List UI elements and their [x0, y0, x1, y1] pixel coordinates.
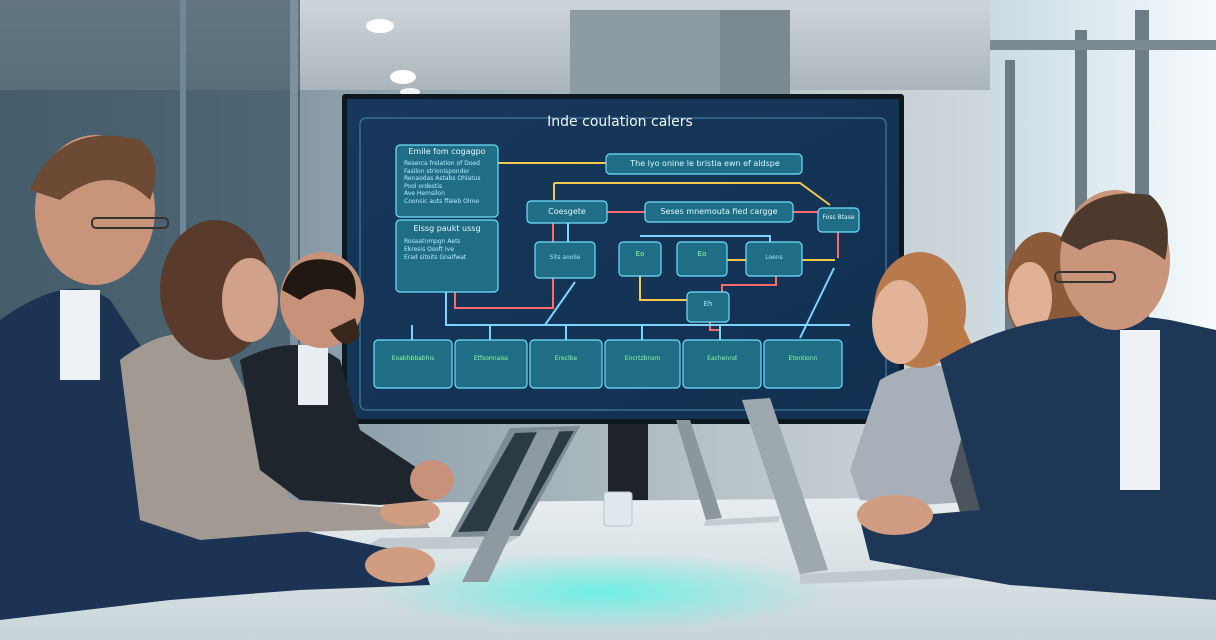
left-panel-1-lines: Reserca frelation of Doed Fasilon strion… — [404, 160, 496, 205]
list-item: Fasilon strionisponder — [404, 167, 470, 175]
ceiling-light — [390, 70, 416, 84]
bottom-node-4: Encrtzbnsm — [624, 355, 661, 362]
left-panel-1-title: Emile fom cogagpo — [408, 147, 486, 156]
bottom-node-6: Etontionn — [788, 355, 818, 362]
people — [0, 135, 1216, 620]
list-item: Ave Hemsilon — [404, 190, 445, 197]
laptops — [360, 398, 960, 584]
right-small-box: Foss Btase — [822, 214, 855, 221]
left-panel-2-title: Elssg paukt ussg — [413, 224, 481, 233]
mid-box-2: Seses mnemouta fied cargge — [660, 207, 778, 216]
flow-node-1: Sits aoolie — [549, 254, 581, 261]
list-item: Reserca frelation of Doed — [404, 160, 480, 167]
top-box-text: The lyo onine le bristia ewn ef aldspe — [630, 159, 780, 168]
monitor-stand — [608, 420, 648, 500]
flow-node-5: Eh — [703, 300, 713, 308]
list-item: Erad sitoits Gnalfwat — [404, 254, 467, 261]
ceiling-light — [366, 19, 394, 33]
diagram-title: Inde coulation calers — [547, 114, 693, 130]
flow-node-4: Loens — [765, 254, 783, 261]
flow-node-3: Eo — [697, 250, 707, 258]
flow-node-2: Eo — [635, 250, 645, 258]
mid-box-1: Coesgete — [548, 207, 586, 216]
list-item: Rosaatnmpgn Aets — [404, 238, 461, 245]
list-item: Pool ordestis — [404, 182, 443, 190]
bottom-node-1: Eoabhbbabhis — [391, 355, 435, 362]
bottom-node-2: Etfsonnaiss — [473, 355, 509, 362]
list-item: Renaodas Astabs Ohlatus — [404, 175, 481, 182]
bottom-node-5: Eachennd — [707, 355, 737, 362]
diagram-boxes — [373, 144, 860, 389]
water-glass — [603, 491, 633, 527]
bottom-node-3: Ereclbe — [554, 355, 578, 362]
table-glow — [370, 552, 830, 632]
left-panel-2-lines: Rosaatnmpgn Aets Ekresis Osoft Ive Erad … — [404, 238, 496, 262]
list-item: Coonsic auts ffaleb Olme — [404, 197, 480, 205]
list-item: Ekresis Osoft Ive — [404, 246, 454, 253]
